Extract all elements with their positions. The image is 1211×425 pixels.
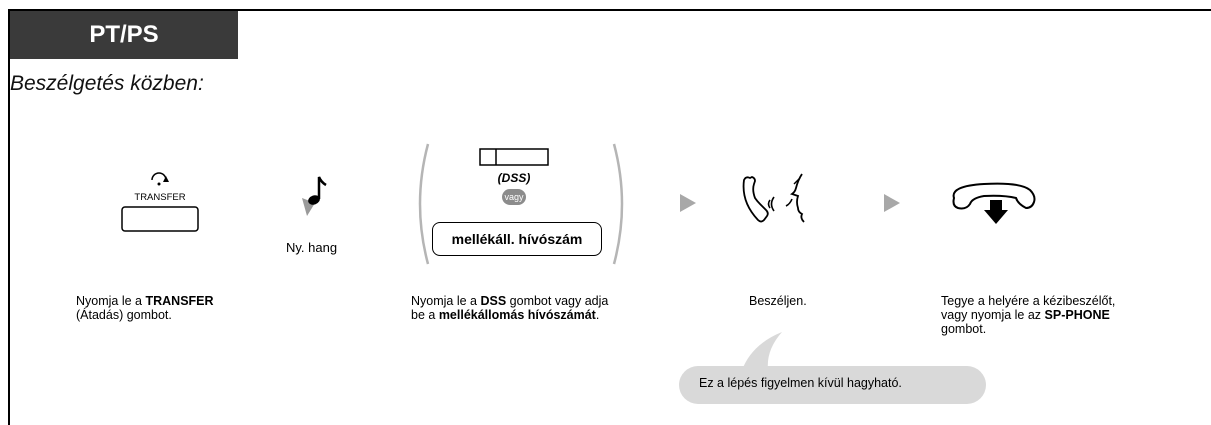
handset-hangup-icon <box>952 182 1036 224</box>
transfer-icon <box>121 172 199 232</box>
dss-key-icon <box>479 148 549 166</box>
dss-label: (DSS) <box>497 171 531 185</box>
note-bubble-tail <box>742 332 782 370</box>
next-step-arrow-icon <box>680 194 696 212</box>
note-bubble <box>679 366 986 404</box>
transfer-caption: Nyomja le a TRANSFER (Átadás) gombot. <box>76 294 214 322</box>
transfer-icon-label: TRANSFER <box>134 192 186 203</box>
subtitle: Beszélgetés közben: <box>10 72 204 95</box>
dss-caption: Nyomja le a DSS gombot vagy adja be a me… <box>411 294 609 322</box>
or-badge: vagy <box>502 189 526 205</box>
pt-ps-tab: PT/PS <box>10 11 238 59</box>
extension-number-button: mellékáll. hívószám <box>432 222 602 256</box>
diagram-frame <box>8 9 1211 425</box>
optional-brackets <box>418 143 624 265</box>
dial-tone-icon <box>302 176 327 216</box>
next-step-arrow-icon <box>884 194 900 212</box>
talk-caption: Beszéljen. <box>749 294 807 308</box>
talk-icon <box>742 173 805 223</box>
tone-label: Ny. hang <box>286 240 338 255</box>
hangup-caption: Tegye a helyére a kézibeszélőt, vagy nyo… <box>941 294 1116 336</box>
note-text: Ez a lépés figyelmen kívül hagyható. <box>699 376 902 390</box>
